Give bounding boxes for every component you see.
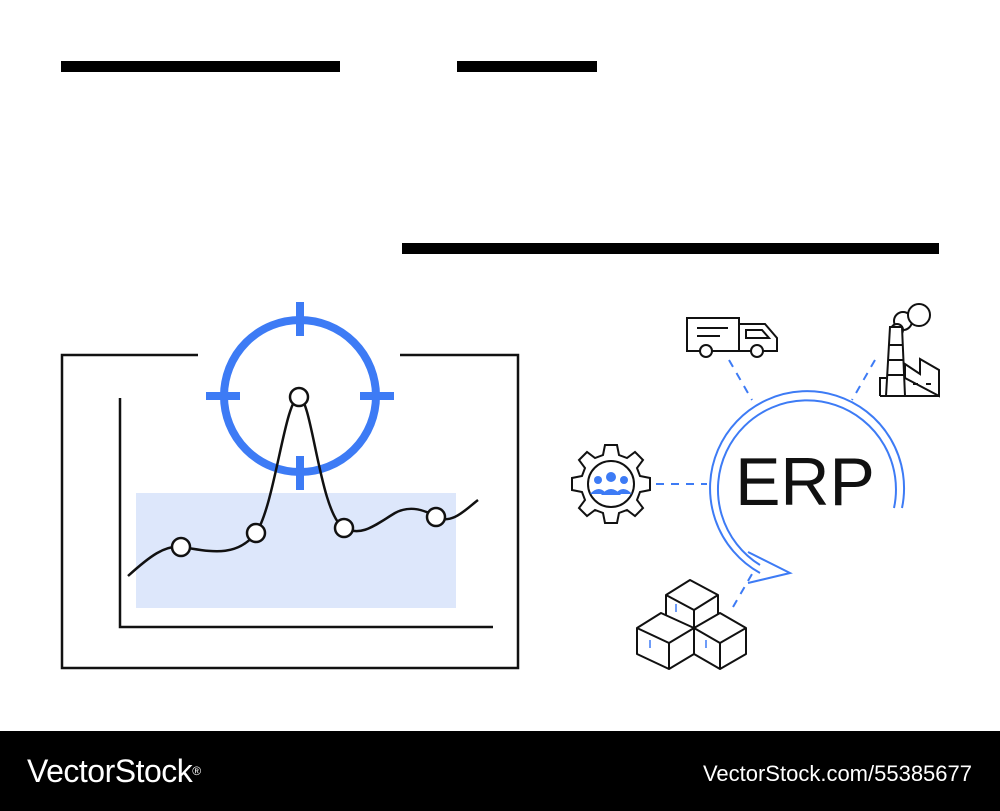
chart-point <box>333 517 355 539</box>
title-placeholder-bar <box>61 61 340 72</box>
chart-point-peak <box>288 386 310 408</box>
team-people <box>590 472 632 495</box>
erp-label: ERP <box>735 444 875 520</box>
cycle-arc-outer <box>709 390 905 574</box>
connector-truck <box>728 359 753 401</box>
chart-points <box>170 386 447 558</box>
vectorstock-brand-text: VectorStock <box>27 753 193 789</box>
chart-point <box>245 522 267 544</box>
team-gear-icon <box>571 444 651 524</box>
chart-point <box>170 536 192 558</box>
registered-mark: ® <box>192 764 201 778</box>
cycle-arc-inner <box>717 399 897 566</box>
box-accents <box>649 604 707 648</box>
stacked-boxes-icon <box>636 579 747 670</box>
chart-line <box>127 395 479 577</box>
cycle-arrow-head <box>747 551 793 584</box>
image-id-text: VectorStock.com/55385677 <box>702 761 972 786</box>
watermark-footer: VectorStock® VectorStock.com/55385677 <box>0 731 1000 811</box>
subtitle-placeholder-bar <box>402 243 939 254</box>
gear-inner-ring <box>587 460 635 508</box>
delivery-truck-icon <box>686 317 778 358</box>
title-placeholder-bar-short <box>457 61 597 72</box>
chart-point <box>425 506 447 528</box>
chart-frame-icon <box>60 353 520 670</box>
circular-arrow-icon <box>709 390 905 584</box>
factory-icon <box>879 303 940 398</box>
truck-wheel <box>750 344 764 358</box>
dashed-connectors <box>656 359 876 608</box>
truck-cargo <box>686 317 740 352</box>
connector-boxes <box>732 573 753 608</box>
factory-chimney <box>884 326 907 397</box>
smoke-cloud <box>907 303 931 327</box>
chart-axes <box>118 398 493 629</box>
crosshair-target-icon <box>206 302 394 490</box>
truck-wheel <box>699 344 713 358</box>
chart-frame-outline <box>60 353 520 670</box>
vectorstock-logo: VectorStock® <box>27 751 201 791</box>
connector-factory <box>851 359 876 401</box>
